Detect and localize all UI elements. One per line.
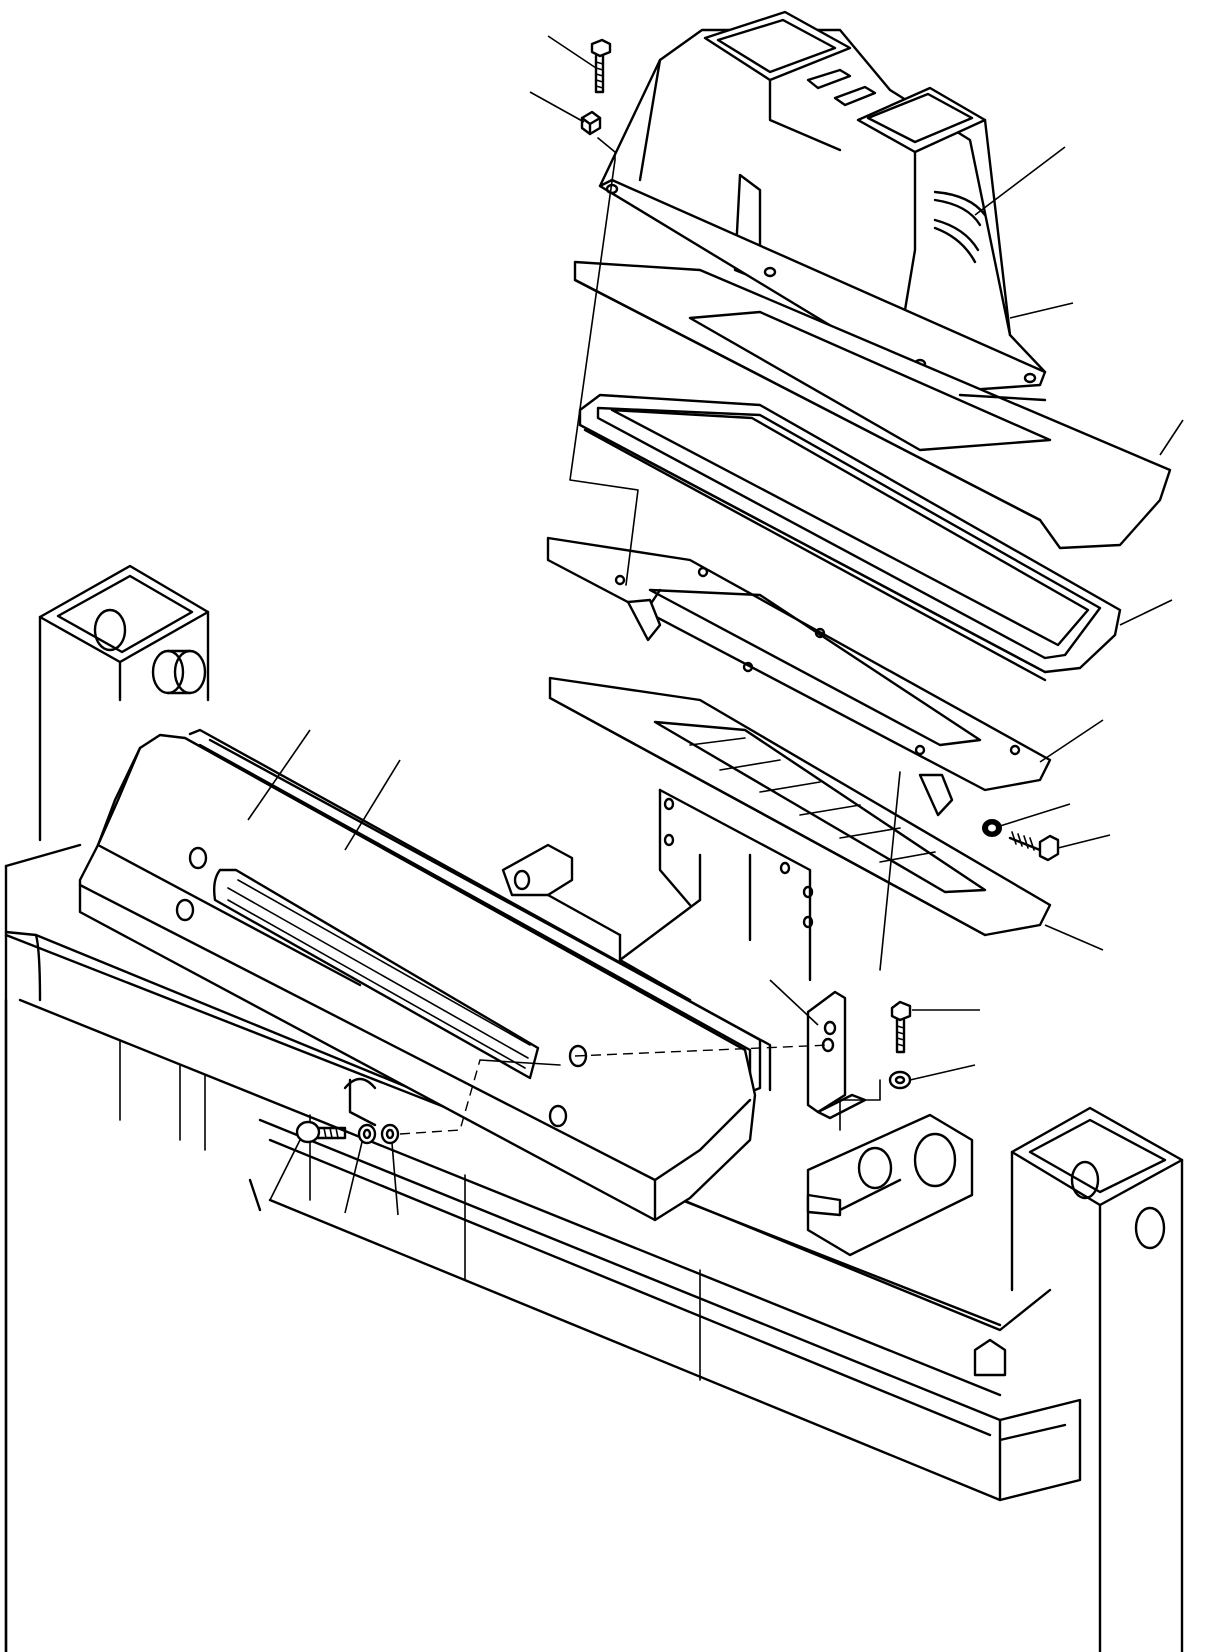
nut-bracket bbox=[888, 1070, 912, 1090]
spring-washer-cover bbox=[357, 1123, 377, 1145]
left-post bbox=[38, 564, 210, 842]
bolt-right bbox=[1008, 831, 1060, 862]
pivot-bracket bbox=[806, 1113, 974, 1257]
gasket-plate-lower bbox=[548, 676, 1052, 937]
gasket-plate-upper bbox=[573, 260, 1172, 550]
small-angle-bracket bbox=[806, 990, 867, 1120]
assembly-lines bbox=[399, 137, 901, 1135]
flat-washer-cover bbox=[380, 1123, 400, 1145]
bolt-bracket bbox=[890, 1000, 912, 1054]
rubber-seal-frame bbox=[578, 393, 1122, 682]
bolt-cover bbox=[295, 1120, 347, 1144]
fan-shroud-housing bbox=[598, 10, 1047, 394]
right-post bbox=[1010, 1106, 1184, 1652]
front-cover bbox=[78, 728, 772, 1222]
nut-top bbox=[580, 110, 602, 136]
center-support-bracket bbox=[501, 788, 814, 1002]
chassis-frame bbox=[4, 843, 1082, 1652]
bolt-top bbox=[590, 38, 612, 94]
mounting-plate bbox=[546, 536, 1052, 817]
washer-right bbox=[982, 819, 1002, 837]
callout-leaders bbox=[247, 35, 1184, 1216]
